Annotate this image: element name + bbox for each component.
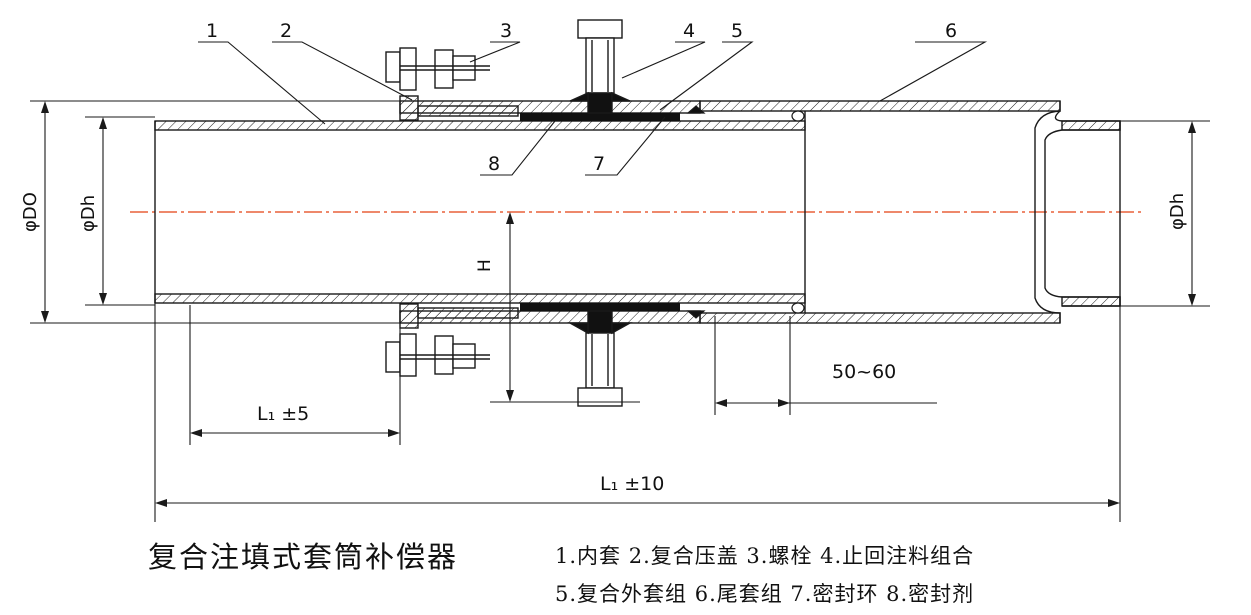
callout-4: 4 <box>683 20 695 42</box>
drawing-title: 复合注填式套筒补偿器 <box>148 540 459 574</box>
bolt-top <box>385 47 490 91</box>
dim-l1-total-label: L₁ ±10 <box>600 473 664 495</box>
callout-2: 2 <box>280 20 292 42</box>
dim-dh-right-label: φDh <box>1167 193 1188 230</box>
compound-gland <box>399 95 519 329</box>
dim-h-label: H <box>475 259 495 272</box>
injection-valve-top <box>569 19 631 114</box>
dim-do-label: φDO <box>20 192 41 232</box>
dim-l1-short-label: L₁ ±5 <box>257 403 309 425</box>
dim-gap-label: 50~60 <box>832 361 896 383</box>
parts-legend-line-2: 5.复合外套组 6.尾套组 7.密封环 8.密封剂 <box>555 582 975 606</box>
leader-lines <box>198 41 988 176</box>
injection-valve-bottom <box>567 310 633 407</box>
callout-5: 5 <box>731 20 743 42</box>
callout-1: 1 <box>206 20 218 42</box>
callout-6: 6 <box>945 20 957 42</box>
sealant <box>520 113 680 311</box>
dim-dh-left-label: φDh <box>78 195 99 232</box>
callout-8: 8 <box>488 153 500 175</box>
dimension-lines <box>30 100 1210 522</box>
callout-3: 3 <box>500 20 512 42</box>
bolt-bottom <box>385 333 490 377</box>
parts-legend-line-1: 1.内套 2.复合压盖 3.螺栓 4.止回注料组合 <box>555 544 975 568</box>
inner-sleeve <box>154 111 806 313</box>
callout-7: 7 <box>593 153 605 175</box>
dimension-arrows <box>41 101 1196 507</box>
seal-ring <box>686 105 805 319</box>
